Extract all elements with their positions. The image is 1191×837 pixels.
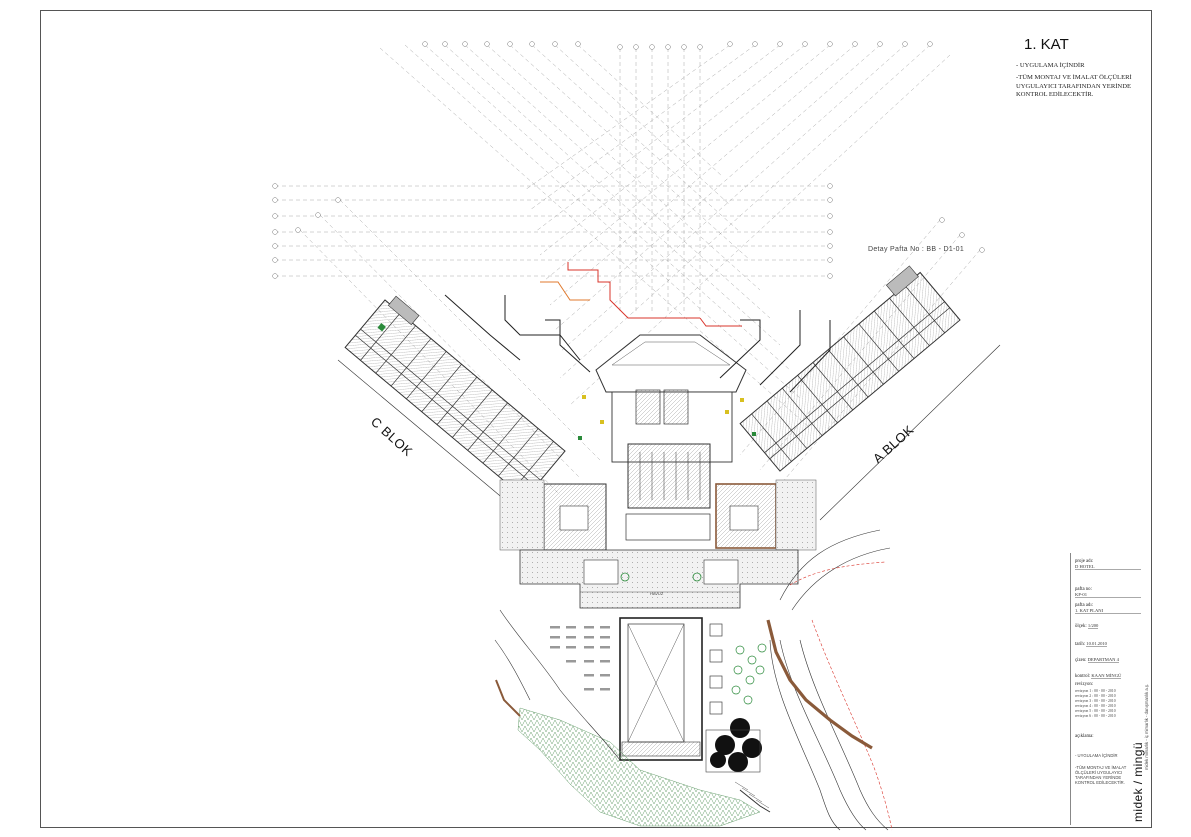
revision-item: revizyon 4 : 00 - 00 - 2010 [1075,704,1116,708]
stair-treads [734,781,770,809]
revisions-label-row: revizyon: [1075,681,1141,687]
scale-label: ölçek: [1075,624,1087,629]
a-blok-wing [739,265,961,472]
drawn-value: DEPARTMAN 4 [1087,657,1119,663]
tree-cluster [710,718,762,772]
date-label: tarih: [1075,642,1086,647]
contour-lines [494,529,891,831]
firm-brand-subtitle: midek mimarlık - iç mimarlık - danışmanl… [1144,683,1149,770]
svg-text:HAVUZ: HAVUZ [650,591,664,596]
pool: HAVUZ [619,591,703,761]
sun-loungers [550,626,610,691]
revision-item: revizyon 5 : 00 - 00 - 2010 [1075,709,1116,713]
grid-bubbles [272,41,985,279]
tree-planter [705,729,761,773]
markers [578,395,756,440]
revision-list: revizyon 1 : 00 - 00 - 2010 revizyon 2 :… [1075,689,1141,719]
lawn-area [517,707,761,827]
sheet-no-value: KP-01 [1075,592,1141,598]
boardwalk [766,619,873,750]
revision-item: revizyon 3 : 00 - 00 - 2010 [1075,699,1116,703]
drawing-sheet-border [40,10,1152,828]
check-value: KAAN MİNGÜ [1091,673,1122,679]
explanation-note-2: -TÜM MONTAJ VE İMALAT ÖLÇÜLERİ UYGULAYIC… [1075,765,1127,785]
stair-path [739,789,771,813]
date-value: 10.01.2010 [1086,641,1107,647]
project-value: D HOTEL [1075,564,1141,570]
contour-lines-red [789,561,893,831]
project-row: proje adı: D HOTEL [1075,559,1141,570]
revisions-label: revizyon: [1075,682,1094,687]
sheet-no-label: pafta no: [1075,587,1092,592]
firm-brand: midek / mingü [1131,742,1145,822]
note-1: - UYGULAMA İÇİNDİR [1016,62,1085,69]
c-blok-wing [344,295,566,500]
scale-value: 1/200 [1087,623,1099,629]
revision-item: revizyon 2 : 00 - 00 - 2010 [1075,694,1116,698]
sheet-no-row: pafta no: KP-01 [1075,587,1141,598]
central-core [499,334,817,609]
date-row: tarih: 10.01.2010 [1075,641,1141,647]
sheet-notes: - UYGULAMA İÇİNDİR -TÜM MONTAJ VE İMALAT… [1016,62,1146,100]
drawn-label: çizen: [1075,658,1087,663]
explanation-note: - UYGULAMA İÇİNDİR [1075,753,1118,758]
sheet-title: 1. KAT [1024,36,1069,53]
explanation-label: açıklama: [1075,734,1094,739]
drawn-row: çizen: DEPARTMAN 4 [1075,657,1141,663]
scale-row: ölçek: 1/200 [1075,623,1141,629]
cliff-edge [495,679,521,717]
service-lines [444,262,831,393]
trees [731,643,767,705]
detail-reference: Detay Pafta No : BB - D1-01 [868,246,965,253]
revision-item: revizyon 1 : 00 - 00 - 2010 [1075,689,1116,693]
revision-item: revizyon 6 : 00 - 00 - 2010 [1075,714,1116,718]
sheet-name-value: 1. KAT PLANI [1075,608,1141,614]
project-label: proje adı: [1075,559,1094,564]
sheet-name-label: pafta adı: [1075,603,1093,608]
dimension-lines [337,344,1001,521]
sheet-name-row: pafta adı: 1. KAT PLANI [1075,603,1141,614]
note-2: -TÜM MONTAJ VE İMALAT ÖLÇÜLERİ UYGULAYIC… [1016,74,1132,99]
landscape-squares [709,623,723,715]
explanation-row: açıklama: [1075,733,1141,739]
check-label: kontrol: [1075,674,1091,679]
check-row: kontrol: KAAN MİNGÜ [1075,673,1141,679]
title-block: proje adı: D HOTEL pafta no: KP-01 pafta… [1070,553,1149,825]
